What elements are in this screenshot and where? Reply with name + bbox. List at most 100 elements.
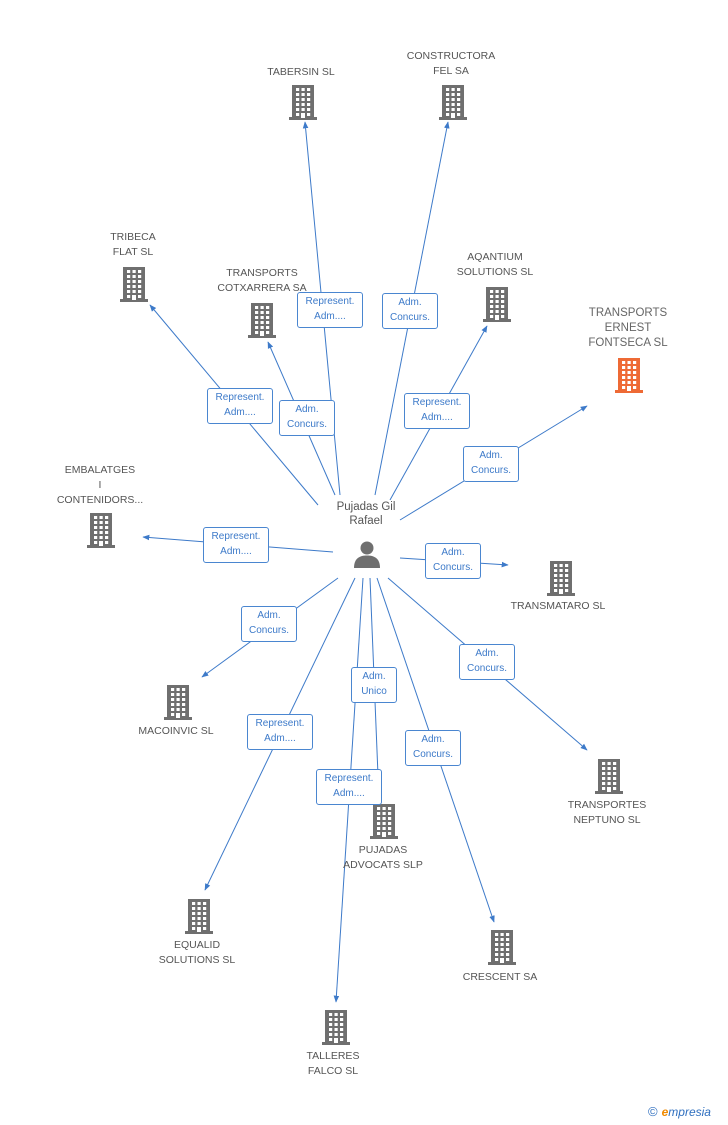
company-node-tribeca[interactable]: TRIBECA FLAT SL [58,230,208,260]
role-box-crescent[interactable]: Adm. Concurs. [405,730,461,766]
role-line: Concurs. [389,312,430,323]
company-name: PUJADAS ADVOCATS SLP [308,843,458,873]
role-box-talleres-falco[interactable]: Represent. Adm.... [316,769,382,805]
role-box-transportes-neptuno[interactable]: Adm. Concurs. [459,644,515,680]
company-name: CRESCENT SA [425,970,575,985]
role-line: Represent. [412,397,462,408]
person-name: Pujadas Gil Rafael [306,500,426,528]
role-box-equalid[interactable]: Represent. Adm.... [247,714,313,750]
role-line: Adm.... [333,788,365,799]
role-line: Adm. [421,734,445,745]
person-name-line: Rafael [349,515,383,527]
role-line: Adm. [475,648,499,659]
role-line: Concurs. [432,562,473,573]
person-name-line: Pujadas Gil [336,501,396,513]
company-name-line: ADVOCATS SLP [343,859,423,871]
company-name-line: TALLERES [306,1050,360,1062]
building-icon[interactable] [247,302,277,338]
brand-logo-initial: e [661,1105,669,1119]
role-box-macoinvic[interactable]: Adm.Concurs. [241,606,297,642]
company-name-line: TRANSPORTS [226,267,298,279]
building-icon[interactable] [487,929,517,965]
role-line: Represent. [255,718,305,729]
role-box-transports-ernest[interactable]: Adm.Concurs. [463,446,519,482]
company-node-pujadas-advocats[interactable]: PUJADAS ADVOCATS SLP [308,843,458,873]
company-name-line: CONTENIDORS... [56,493,144,506]
building-icon[interactable] [438,84,468,120]
company-node-equalid[interactable]: EQUALID SOLUTIONS SL [122,938,272,968]
company-name-line: PUJADAS [358,844,408,856]
company-node-tabersin[interactable]: TABERSIN SL [226,65,376,80]
building-icon[interactable] [163,684,193,720]
role-line: Adm. [362,671,386,682]
company-node-transportes-neptuno[interactable]: TRANSPORTES NEPTUNO SL [532,798,682,828]
role-line: Adm. [398,297,422,308]
role-line: Adm.... [314,311,346,322]
company-name: EQUALID SOLUTIONS SL [122,938,272,968]
role-box-transports-cotxarrera[interactable]: Adm. Concurs. [279,400,335,436]
building-icon[interactable] [614,357,644,393]
company-name-line: TRANSPORTS [588,306,668,319]
building-icon[interactable] [86,512,116,548]
building-icon[interactable] [369,803,399,839]
building-icon[interactable] [594,758,624,794]
role-box-tribeca[interactable]: Represent.Adm.... [207,388,273,424]
role-box-aqantium[interactable]: Represent. Adm.... [404,393,470,429]
role-line: Represent. [324,773,374,784]
company-name-line: AQANTIUM [467,251,523,263]
company-name: MACOINVIC SL [101,724,251,739]
building-icon[interactable] [482,286,512,322]
role-line: Adm. [479,450,503,461]
company-node-talleres-falco[interactable]: TALLERES FALCO SL [258,1049,408,1079]
company-name: TRANSPORTES NEPTUNO SL [532,798,682,828]
company-name-line: FALCO SL [307,1065,359,1077]
role-box-transmataro[interactable]: Adm. Concurs. [425,543,481,579]
role-line: Concurs. [412,749,453,760]
building-icon[interactable] [184,898,214,934]
role-box-constructora-fel[interactable]: Adm. Concurs. [382,293,438,329]
role-line: Adm.... [421,412,453,423]
person-icon [354,541,380,568]
role-box-tabersin[interactable]: Represent.Adm.... [297,292,363,328]
role-line: Concurs. [286,419,327,430]
building-icon[interactable] [546,560,576,596]
role-line: Concurs. [466,663,507,674]
role-line: Represent. [215,392,265,403]
company-name-line: CRESCENT SA [462,970,538,983]
role-box-embalatges[interactable]: Represent.Adm.... [203,527,269,563]
company-node-macoinvic[interactable]: MACOINVIC SL [101,724,251,739]
role-line: Concurs. [248,625,289,636]
building-icon[interactable] [321,1009,351,1045]
company-node-crescent[interactable]: CRESCENT SA [425,970,575,985]
company-name-line: FONTSECA SL [588,336,668,349]
role-box-pujadas-advocats[interactable]: Adm.Unico [351,667,397,703]
role-line: Adm. [295,404,319,415]
company-name-line: EQUALID [173,939,221,951]
copyright-symbol: © [648,1104,658,1119]
company-name-line: TRIBECA [110,231,156,243]
building-icon[interactable] [288,84,318,120]
company-name-line: SOLUTIONS SL [158,954,236,966]
company-name-line: TRANSMATARO SL [510,599,606,612]
company-name-line: NEPTUNO SL [573,814,641,826]
company-name-line: MACOINVIC SL [138,724,214,737]
company-name-line: TRANSPORTES [567,799,647,811]
role-line: Adm.... [220,546,252,557]
company-name-line: CONSTRUCTORA [406,50,496,62]
company-name-line: FLAT SL [112,246,154,258]
person-node[interactable]: Pujadas Gil Rafael [306,500,426,528]
company-node-transmataro[interactable]: TRANSMATARO SL [483,599,633,614]
role-line: Adm. [441,547,465,558]
role-line: Adm.... [264,733,296,744]
building-icon[interactable] [119,266,149,302]
